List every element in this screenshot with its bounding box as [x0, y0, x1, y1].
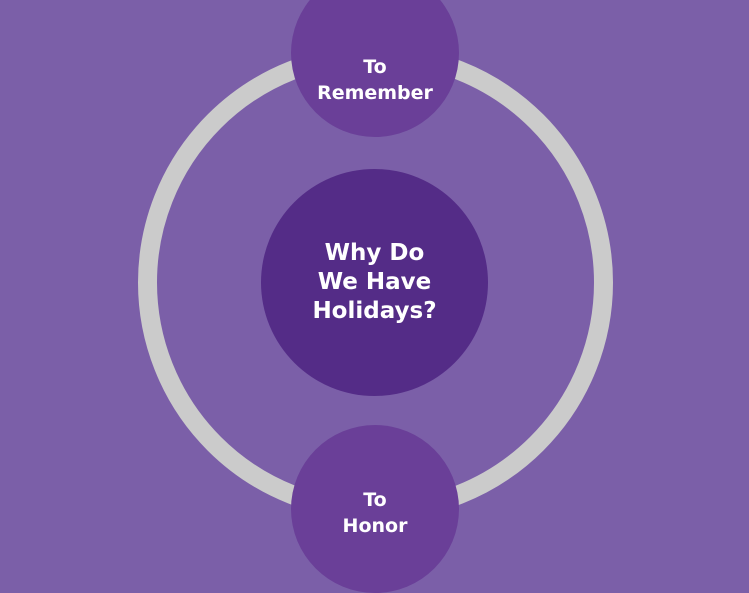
node-to-remember-label: To Remember [317, 56, 433, 104]
center-label: Why Do We Have Holidays? [312, 240, 437, 324]
center-circle: Why Do We Have Holidays? [261, 169, 488, 396]
node-to-remember: To Remember [291, 0, 459, 137]
node-to-honor: To Honor [291, 425, 459, 593]
node-to-honor-label: To Honor [342, 489, 408, 537]
